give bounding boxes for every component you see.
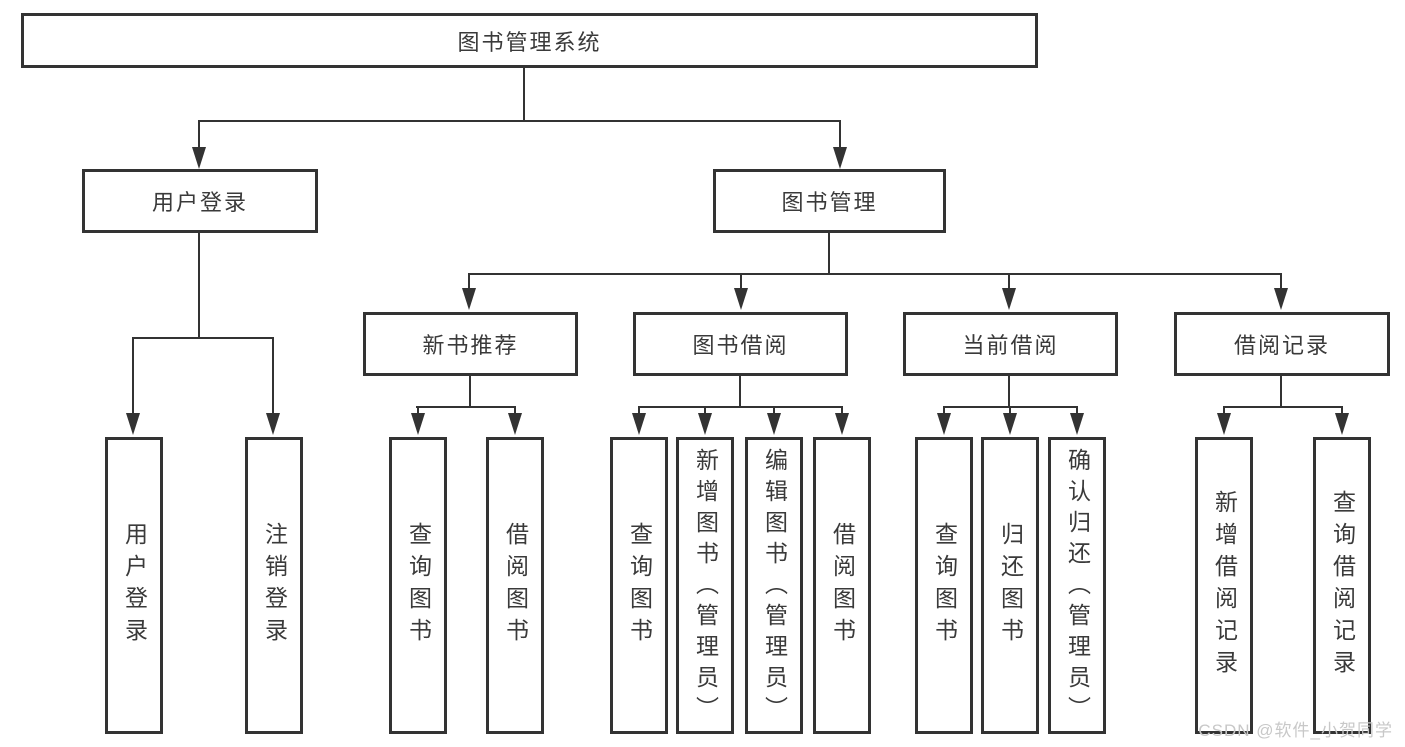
node-query-books-borrow: 查询图书 — [610, 437, 668, 734]
connector-line — [272, 339, 274, 413]
node-current-borrow: 当前借阅 — [903, 312, 1118, 376]
arrowhead-icon — [1217, 413, 1231, 435]
node-borrow-records: 借阅记录 — [1174, 312, 1390, 376]
arrowhead-icon — [698, 413, 712, 435]
connector-line — [1076, 408, 1078, 414]
connector-line — [841, 408, 843, 414]
arrowhead-icon — [1070, 413, 1084, 435]
connector-line — [1223, 408, 1225, 414]
connector-line — [740, 275, 742, 290]
node-borrow-books-recommend: 借阅图书 — [486, 437, 544, 734]
arrowhead-icon — [266, 413, 280, 435]
connector-line — [132, 337, 274, 339]
connector-line — [943, 406, 1078, 408]
connector-line — [1009, 408, 1011, 414]
node-add-borrow-record: 新增借阅记录 — [1195, 437, 1253, 734]
arrowhead-icon — [462, 288, 476, 310]
node-query-borrow-record: 查询借阅记录 — [1313, 437, 1371, 734]
connector-line — [132, 339, 134, 413]
arrowhead-icon — [833, 147, 847, 169]
arrowhead-icon — [411, 413, 425, 435]
node-user-login-leaf: 用户登录 — [105, 437, 163, 734]
arrowhead-icon — [1003, 413, 1017, 435]
connector-line — [198, 122, 200, 149]
connector-line — [1008, 275, 1010, 290]
arrowhead-icon — [508, 413, 522, 435]
arrowhead-icon — [632, 413, 646, 435]
connector-line — [198, 233, 200, 339]
arrowhead-icon — [734, 288, 748, 310]
node-query-books-recommend: 查询图书 — [389, 437, 447, 734]
arrowhead-icon — [1335, 413, 1349, 435]
node-logout-leaf: 注销登录 — [245, 437, 303, 734]
node-new-book-recommend: 新书推荐 — [363, 312, 578, 376]
connector-line — [469, 376, 471, 408]
node-query-books-current: 查询图书 — [915, 437, 973, 734]
connector-line — [828, 233, 830, 275]
arrowhead-icon — [835, 413, 849, 435]
node-user-login: 用户登录 — [82, 169, 318, 233]
connector-line — [638, 408, 640, 414]
connector-line — [1280, 376, 1282, 408]
connector-line — [1341, 408, 1343, 414]
connector-line — [943, 408, 945, 414]
connector-line — [638, 406, 843, 408]
arrowhead-icon — [937, 413, 951, 435]
connector-line — [1008, 376, 1010, 408]
watermark: CSDN @软件_小贺同学 — [1198, 721, 1393, 740]
node-borrow-books-leaf: 借阅图书 — [813, 437, 871, 734]
connector-line — [1223, 406, 1343, 408]
arrowhead-icon — [126, 413, 140, 435]
connector-line — [514, 408, 516, 414]
node-confirm-return-admin: 确认归还（管理员） — [1048, 437, 1106, 734]
node-return-books: 归还图书 — [981, 437, 1039, 734]
arrowhead-icon — [767, 413, 781, 435]
arrowhead-icon — [192, 147, 206, 169]
connector-line — [468, 275, 470, 290]
node-library-management-system: 图书管理系统 — [21, 13, 1038, 68]
node-book-management: 图书管理 — [713, 169, 946, 233]
arrowhead-icon — [1274, 288, 1288, 310]
connector-line — [523, 68, 525, 122]
connector-line — [416, 406, 516, 408]
connector-line — [198, 120, 841, 122]
connector-line — [468, 273, 1282, 275]
connector-line — [839, 122, 841, 149]
connector-line — [1280, 275, 1282, 290]
node-add-book-admin: 新增图书（管理员） — [676, 437, 734, 734]
connector-line — [773, 408, 775, 414]
connector-line — [739, 376, 741, 408]
arrowhead-icon — [1002, 288, 1016, 310]
node-edit-book-admin: 编辑图书（管理员） — [745, 437, 803, 734]
connector-line — [704, 408, 706, 414]
connector-line — [417, 408, 419, 414]
node-book-borrow: 图书借阅 — [633, 312, 848, 376]
